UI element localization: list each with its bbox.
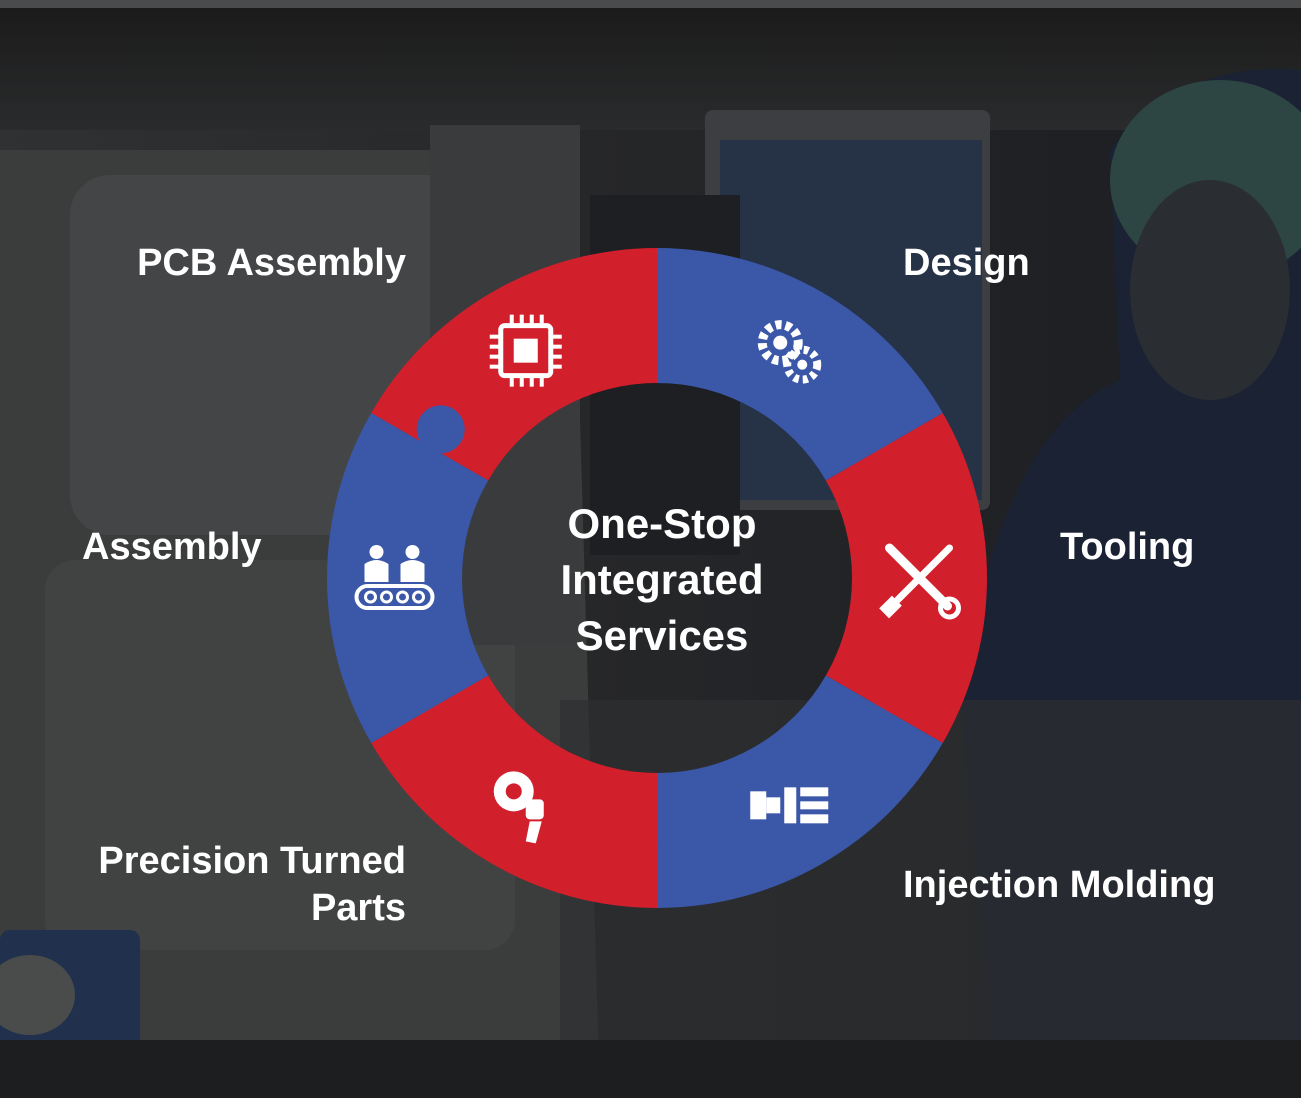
turning-machine-icon	[493, 771, 544, 844]
label-tooling: Tooling	[1060, 526, 1195, 568]
center-title-line2: Integrated	[560, 556, 764, 603]
segment-tooling	[825, 413, 987, 743]
label-precision-line1: Precision Turned	[98, 840, 406, 882]
label-assembly: Assembly	[82, 526, 262, 568]
label-precision-turned-parts: Precision Turned Parts	[98, 838, 406, 932]
center-title-line3: Services	[575, 612, 749, 659]
label-pcb-assembly: PCB Assembly	[137, 242, 406, 284]
label-injection-molding: Injection Molding	[903, 864, 1216, 906]
wrench-screwdriver-icon	[879, 543, 961, 620]
mold-icon	[750, 787, 829, 824]
segment-injection-molding	[657, 675, 943, 908]
label-precision-line2: Parts	[310, 887, 406, 929]
chip-icon	[489, 314, 562, 387]
label-design: Design	[903, 242, 1030, 284]
center-title: One-Stop Integrated Services	[542, 496, 782, 664]
puzzle-knob-assembly	[416, 405, 465, 454]
assembly-line-icon	[354, 545, 435, 610]
gears-icon	[757, 320, 822, 384]
center-title-line1: One-Stop	[567, 500, 757, 547]
